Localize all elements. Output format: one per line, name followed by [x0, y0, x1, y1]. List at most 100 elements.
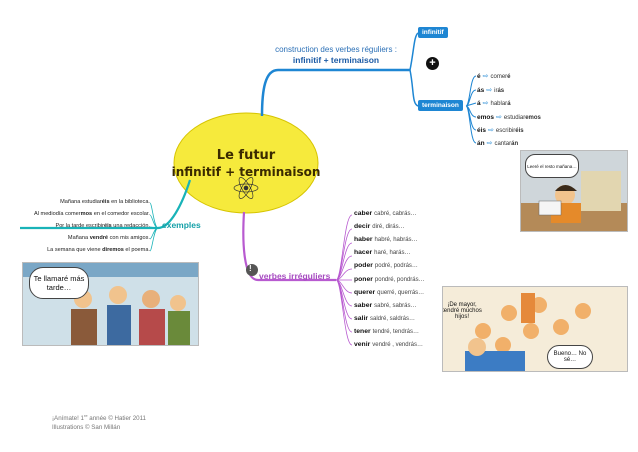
example-verb: éis	[101, 199, 110, 205]
example-pre: La semana que viene	[47, 247, 103, 253]
center-node	[173, 112, 319, 214]
example-sentence: Por la tarde escribiréis una redacción.	[55, 223, 150, 229]
tag-terminaison: terminaison	[418, 100, 463, 111]
example-pre: Mañana estudiar	[60, 199, 102, 205]
arrow-right-icon: ⇨	[486, 140, 493, 147]
ending-row: emos ⇨estudiaremos	[477, 113, 541, 121]
irregular-verb: hacer	[354, 249, 373, 257]
bubble-phone: Te llamaré más tarde…	[29, 267, 89, 299]
bubble-reading: Leeré el resto mañana…	[525, 154, 579, 178]
branch-terminaison	[409, 69, 419, 107]
irregular-verb: poder	[354, 262, 373, 270]
branch-construction	[260, 68, 410, 117]
irreguliers-badge	[246, 264, 258, 276]
branch-irreguliers-items	[335, 214, 353, 346]
arrow-right-icon: ⇨	[495, 114, 502, 121]
ending-form: ás	[477, 87, 485, 94]
arrow-right-icon: ⇨	[482, 100, 489, 107]
example-sentence: Mañana vendré con mis amigos.	[68, 235, 150, 241]
example-sentence: La semana que viene diremos el poema.	[47, 247, 150, 253]
ending-row: é⇨comeré	[477, 72, 511, 80]
irregular-verb: haber	[354, 236, 373, 244]
comic-bus: Te llamaré más tarde…	[22, 262, 199, 346]
irregular-verb: tener	[354, 327, 371, 335]
footer-illustrations: Illustrations © San Millán	[52, 424, 121, 431]
ending-example: hablará	[491, 101, 511, 107]
comic-kids-illustration	[443, 287, 627, 371]
footer-line1-sup: re	[83, 413, 88, 418]
irregular-verb: caber	[354, 210, 373, 217]
example-pre: Mañana	[67, 235, 90, 241]
irregular-forms: tendré, tendrás…	[372, 328, 419, 335]
example-post: una redacción.	[111, 223, 150, 229]
irregular-forms: haré, harás…	[374, 250, 411, 257]
ending-example-hl: ás	[497, 88, 505, 94]
irregular-forms: habré, habrás…	[374, 237, 418, 244]
atom-icon	[233, 177, 259, 199]
irreguliers-label: verbes irréguliers	[259, 271, 331, 281]
irregular-forms: vendré , vendrás…	[372, 342, 423, 348]
example-pre: Por la tarde escribir	[55, 223, 104, 229]
irregular-verb: salir	[354, 314, 368, 322]
irregular-forms: sabré, sabrás…	[374, 302, 417, 309]
example-sentence: Al mediodía comermos en el comedor escol…	[34, 211, 150, 217]
example-pre: Al mediodía comer	[34, 211, 81, 217]
branch-exemples-items	[149, 202, 159, 252]
ending-example-stem: comer	[490, 74, 508, 80]
ending-example: estudiaremos	[504, 115, 541, 121]
irreguliers-badge-text: !	[249, 264, 252, 273]
branch-exemples	[20, 179, 192, 230]
example-post: en el comedor escolar.	[92, 211, 150, 217]
construction-label: construction des verbes réguliers : infi…	[256, 44, 416, 66]
footer-line1-post: année © Hatier 2011	[87, 415, 146, 423]
ending-form: é	[477, 73, 481, 80]
branch-endings	[465, 75, 477, 144]
irregular-verb: poner	[354, 275, 373, 283]
construction-line2: infinitif + terminaison	[292, 55, 380, 65]
arrow-right-icon: ⇨	[482, 73, 489, 80]
ending-example-stem: cantar	[494, 141, 512, 147]
ending-row: ás⇨irás	[477, 86, 504, 94]
irregular-forms: cabré, cabrás…	[374, 211, 417, 217]
ending-example: irás	[494, 88, 504, 94]
center-title: Le futur infinitif + terminaison	[168, 148, 324, 180]
ending-example-stem: estudiar	[503, 115, 526, 121]
example-verb: vendré	[89, 235, 109, 241]
irregular-verb: saber	[354, 301, 373, 309]
irregular-forms: pondré, pondrás…	[374, 276, 425, 283]
ending-example-hl: emos	[525, 115, 541, 121]
irregular-verb: decir	[354, 223, 371, 231]
arrow-right-icon: ⇨	[486, 87, 493, 94]
irregular-verb: venir	[354, 341, 371, 348]
comic-kids: ¡De mayor, tendré muchos hijos! Bueno… N…	[442, 286, 628, 372]
ending-example-hl: é	[507, 74, 511, 80]
ending-example-hl: éis	[515, 128, 524, 134]
ending-example-stem: hablar	[490, 101, 508, 107]
center-title-line2: infinitif + terminaison	[171, 165, 321, 179]
ending-row: á ⇨hablará	[477, 99, 511, 107]
ending-example: comeré	[491, 74, 511, 80]
irregular-forms: diré, dirás…	[372, 224, 405, 231]
center-title-line1: Le futur	[216, 148, 276, 163]
ending-form: éis	[477, 127, 487, 134]
ending-example-hl: án	[511, 141, 519, 147]
example-post: en la biblioteca.	[109, 199, 150, 205]
bubble-future-kids: ¡De mayor, tendré muchos hijos!	[442, 302, 482, 320]
example-verb: diremos	[102, 247, 124, 253]
ending-form: án	[477, 140, 485, 147]
ending-example-hl: á	[507, 101, 511, 107]
example-verb: mos	[80, 211, 93, 217]
comic-reading-boy: Leeré el resto mañana…	[520, 150, 628, 232]
bubble-no-se: Bueno… No sé…	[547, 345, 593, 369]
footer-line1-pre: ¡Anímate! 1	[52, 415, 84, 423]
ending-row: án⇨cantarán	[477, 139, 518, 147]
